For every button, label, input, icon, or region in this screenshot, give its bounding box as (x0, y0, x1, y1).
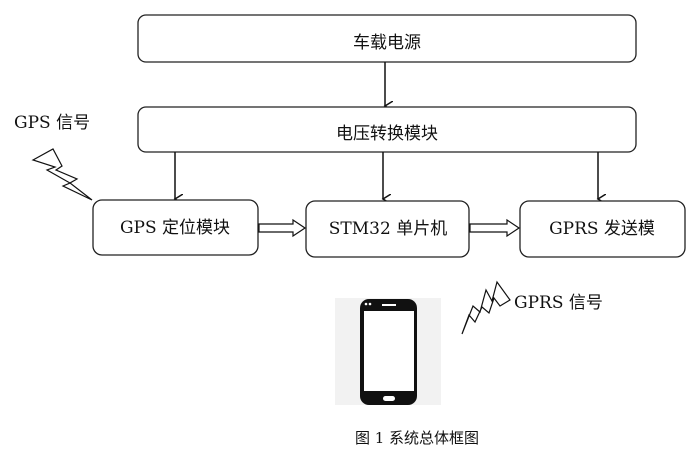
arrow-mcu-to-gprs (469, 218, 521, 238)
arrow-gps-to-mcu (258, 218, 307, 238)
gprs-signal-label: GPRS 信号 (514, 293, 603, 313)
voltage-converter-label: 电压转换模块 (336, 124, 438, 144)
power-source-block: 车载电源 (137, 14, 637, 63)
gps-lightning-icon (31, 148, 93, 201)
gprs-lightning-icon (461, 280, 511, 335)
gprs-module-block: GPRS 发送模 (519, 200, 686, 258)
figure-caption: 图 1 系统总体框图 (355, 429, 479, 447)
gps-module-label: GPS 定位模块 (120, 218, 230, 238)
voltage-converter-block: 电压转换模块 (137, 106, 637, 153)
power-source-label: 车载电源 (353, 33, 421, 53)
mcu-label: STM32 单片机 (329, 219, 447, 239)
gprs-module-label: GPRS 发送模 (549, 219, 655, 239)
smartphone-icon (335, 298, 441, 405)
gps-signal-label: GPS 信号 (14, 113, 90, 133)
mcu-block: STM32 单片机 (305, 200, 470, 258)
gps-module-block: GPS 定位模块 (92, 199, 259, 256)
